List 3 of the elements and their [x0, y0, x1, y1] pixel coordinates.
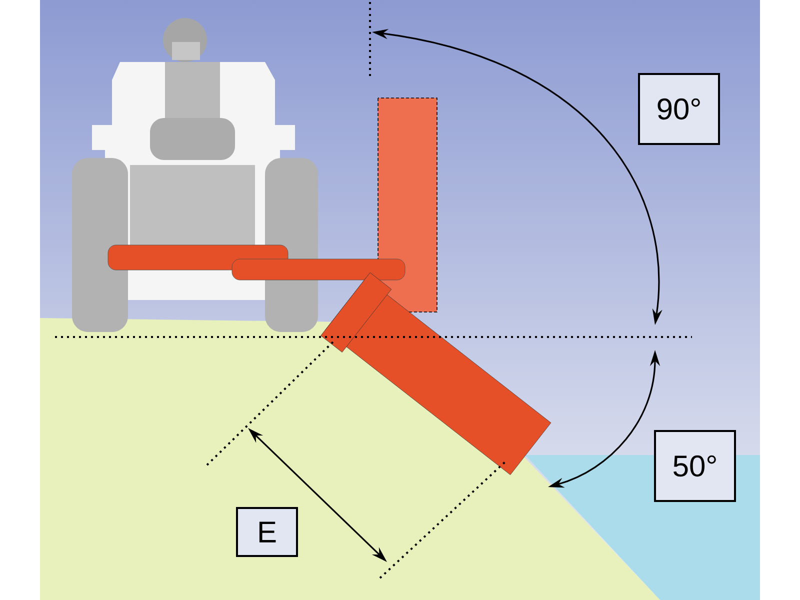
- label-box: 90°: [638, 73, 720, 145]
- label-box: E: [236, 507, 298, 557]
- label-box: 50°: [654, 430, 736, 502]
